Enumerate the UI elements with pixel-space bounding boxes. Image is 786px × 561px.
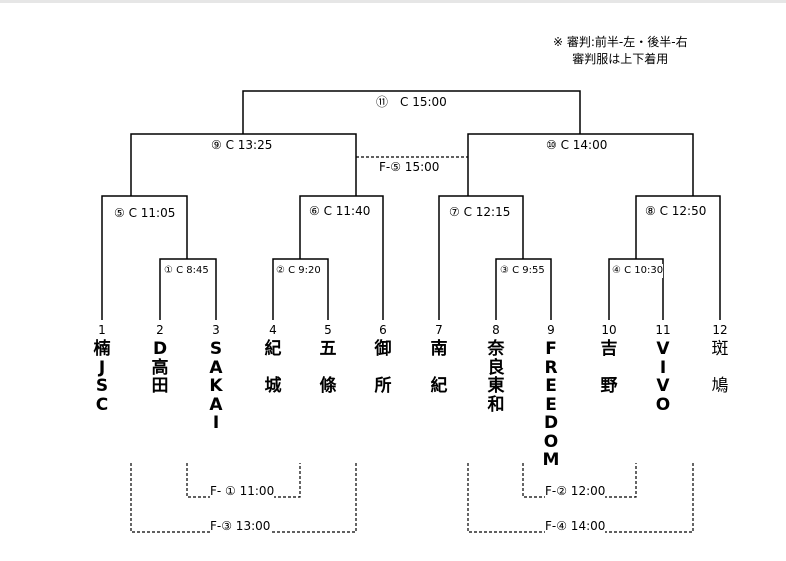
team-number: 9: [547, 323, 555, 337]
team-number: 6: [379, 323, 387, 337]
team-name-char: 斑: [711, 339, 729, 359]
team-name-char: S: [95, 376, 109, 396]
team-name-char: 所: [374, 376, 392, 396]
match-10-label: ⑩ C 14:00: [546, 138, 608, 152]
team-name-char: 楠: [93, 339, 111, 359]
team-name-char: E: [545, 376, 557, 396]
team-number: 12: [712, 323, 728, 337]
team-name-char: M: [542, 450, 560, 470]
team-name-char: S: [209, 339, 223, 359]
team-number: 8: [492, 323, 500, 337]
team-name-char: V: [656, 339, 670, 359]
team-name-char: [594, 359, 624, 378]
team-name-char: 東: [487, 376, 505, 396]
match-8-label: ⑧ C 12:50: [645, 204, 707, 218]
team-name-char: 和: [487, 394, 505, 415]
team-name-char: I: [659, 357, 667, 378]
team-name-char: 高: [151, 357, 169, 378]
team-name: 御 所: [368, 340, 398, 396]
team-name-char: R: [544, 357, 558, 378]
team-name-char: 御: [374, 339, 392, 359]
team-name: 奈良東和: [481, 340, 511, 414]
team-name-char: A: [209, 394, 223, 415]
team-name-char: F: [545, 339, 557, 359]
referee-note-line1: ※ 審判:前半-左・後半-右: [553, 35, 688, 49]
team-number: 4: [269, 323, 277, 337]
team-name-char: J: [98, 357, 106, 378]
match-4-label: ④ C 10:30: [612, 264, 664, 278]
team-number: 7: [435, 323, 443, 337]
team-name-char: 鳩: [711, 376, 729, 396]
friendly-1-label: F- ① 11:00: [210, 484, 275, 498]
team-name-char: I: [212, 413, 220, 433]
team-name-char: 野: [600, 376, 618, 396]
team-name-char: [705, 359, 735, 378]
match-2-label: ② C 9:20: [276, 264, 321, 278]
match-3-label: ③ C 9:55: [500, 264, 545, 278]
team-name: 吉 野: [594, 340, 624, 396]
referee-note-line2: 審判服は上下着用: [572, 52, 669, 66]
match-7-label: ⑦ C 12:15: [449, 205, 511, 219]
team-name-char: 城: [264, 376, 282, 396]
team-name: 斑 鳩: [705, 340, 735, 396]
team-name-char: [368, 359, 398, 378]
team-number: 1: [98, 323, 106, 337]
team-number: 11: [655, 323, 671, 337]
match-9-label: ⑨ C 13:25: [211, 138, 273, 152]
team-name-char: 五: [319, 339, 337, 359]
team-name: 南 紀: [424, 340, 454, 396]
team-name-char: C: [95, 394, 109, 415]
match-5-label: ⑤ C 11:05: [114, 206, 176, 220]
match-11-label: ⑪ C 15:00: [376, 95, 447, 109]
team-name-char: O: [543, 431, 559, 452]
team-name-char: 田: [151, 376, 169, 396]
team-name-char: K: [209, 376, 223, 396]
team-number: 5: [324, 323, 332, 337]
team-name-char: 良: [487, 357, 505, 378]
team-name-char: V: [656, 376, 670, 396]
team-number: 10: [601, 323, 617, 337]
team-name-char: 紀: [430, 376, 448, 396]
team-name-char: [313, 359, 343, 378]
team-name-char: O: [655, 394, 671, 415]
team-name-char: A: [209, 357, 223, 378]
friendly-3-label: F-③ 13:00: [210, 519, 271, 533]
team-name-char: D: [543, 413, 559, 433]
team-name: 五 條: [313, 340, 343, 396]
team-name-char: 南: [430, 339, 448, 359]
team-number: 3: [212, 323, 220, 337]
team-name-char: 奈: [487, 339, 505, 359]
team-name-char: 紀: [264, 339, 282, 359]
match-1-label: ① C 8:45: [164, 264, 209, 278]
team-name-char: [424, 359, 454, 378]
team-name-char: [258, 359, 288, 378]
team-name-char: 吉: [600, 339, 618, 359]
team-name: 紀 城: [258, 340, 288, 396]
referee-note: ※ 審判:前半-左・後半-右 審判服は上下着用: [553, 34, 688, 68]
team-name-char: D: [152, 339, 168, 359]
friendly-2-label: F-② 12:00: [545, 484, 606, 498]
team-number: 2: [156, 323, 164, 337]
friendly-4-label: F-④ 14:00: [545, 519, 606, 533]
team-name-char: E: [545, 394, 557, 415]
match-6-label: ⑥ C 11:40: [309, 204, 371, 218]
friendly-5-label: F-⑤ 15:00: [379, 160, 440, 174]
top-border: [0, 0, 786, 3]
team-name-char: 條: [319, 376, 337, 396]
